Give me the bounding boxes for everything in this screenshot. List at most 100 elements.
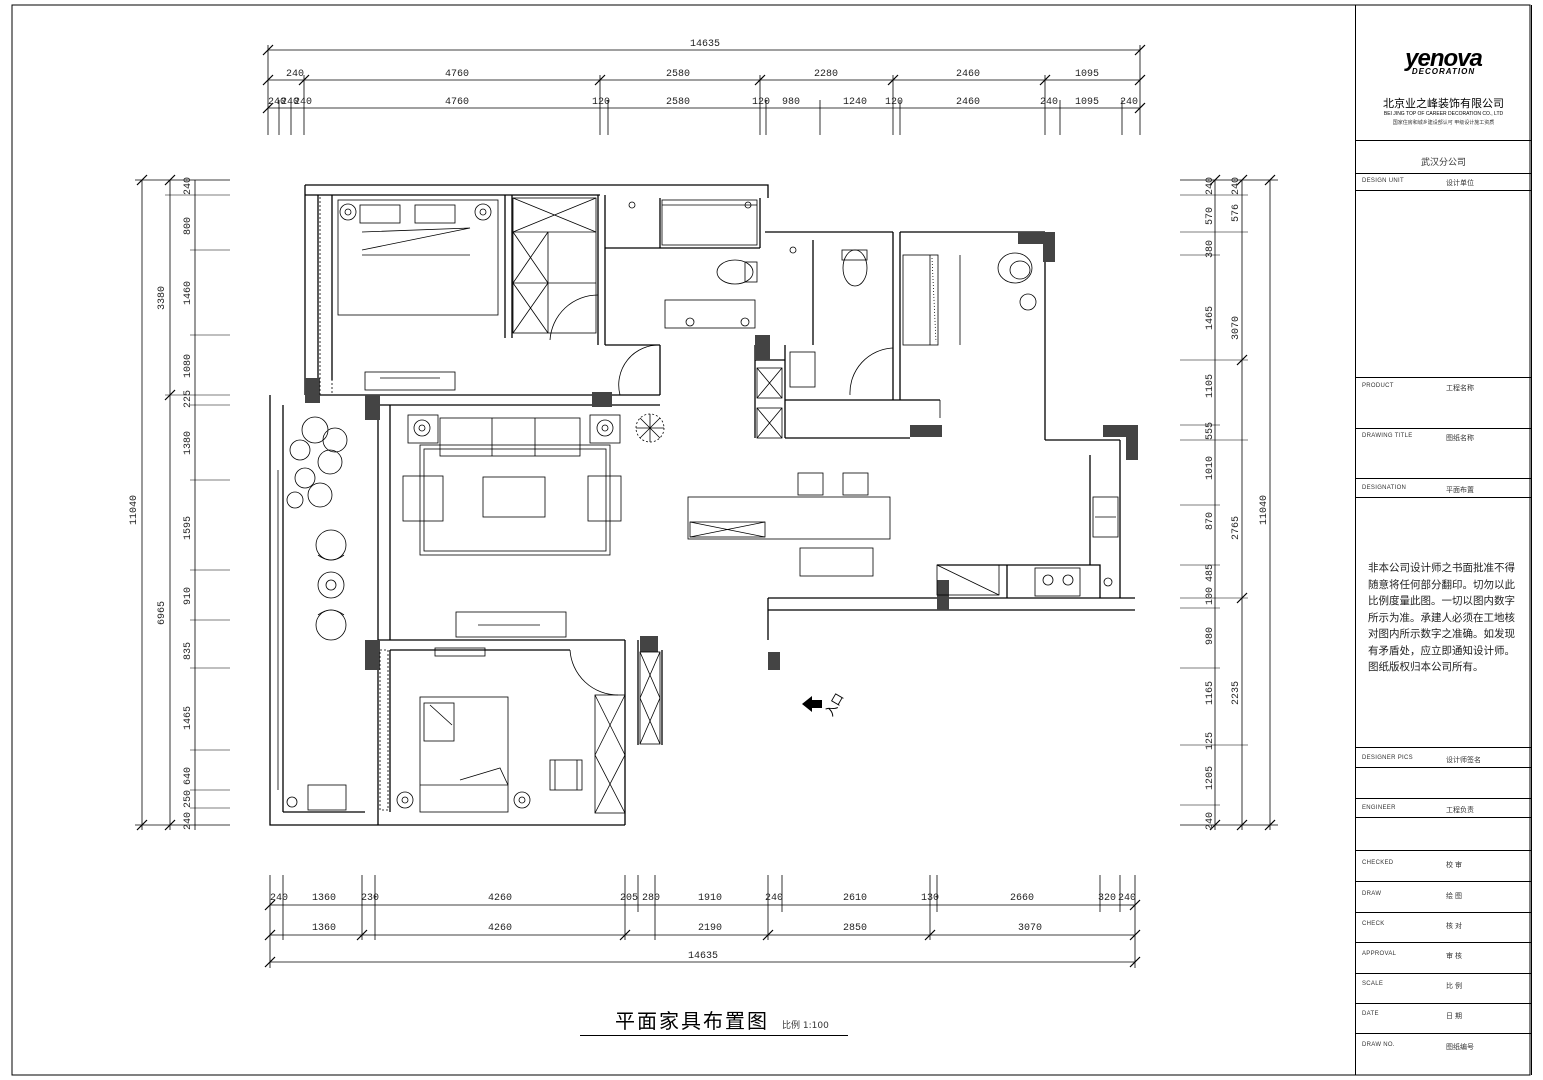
tb-value: 比 例 bbox=[1446, 983, 1462, 990]
bottom-row1-dims: 240 1360 230 4260 205 280 1910 240 2610 … bbox=[270, 893, 1136, 904]
svg-text:2850: 2850 bbox=[843, 923, 867, 934]
balcony-chair-1-icon bbox=[315, 529, 347, 561]
title-block: yenova DECORATION 北京业之峰装饰有限公司 BEI JING T… bbox=[1355, 5, 1532, 1075]
dining-bench bbox=[799, 547, 874, 577]
armchair-icon bbox=[997, 252, 1033, 284]
bar-stool-1 bbox=[797, 472, 824, 496]
svg-text:2460: 2460 bbox=[956, 97, 980, 108]
svg-text:2660: 2660 bbox=[1010, 893, 1034, 904]
tb-label: SCALE bbox=[1362, 981, 1384, 987]
tb-value: 平面布置 bbox=[1446, 487, 1474, 494]
svg-text:320: 320 bbox=[1098, 893, 1116, 904]
rug bbox=[419, 444, 611, 556]
company-logo: yenova bbox=[1405, 45, 1483, 72]
tb-label: APPROVAL bbox=[1362, 951, 1397, 957]
bathtub bbox=[661, 199, 758, 246]
svg-text:1360: 1360 bbox=[312, 923, 336, 934]
svg-text:1465: 1465 bbox=[1205, 306, 1216, 330]
svg-text:11040: 11040 bbox=[1259, 495, 1270, 525]
tb-divider bbox=[1356, 747, 1531, 748]
svg-text:240: 240 bbox=[765, 893, 783, 904]
svg-text:240: 240 bbox=[268, 97, 286, 108]
svg-text:240: 240 bbox=[1205, 812, 1216, 830]
plant-icon bbox=[635, 413, 665, 443]
svg-text:240: 240 bbox=[1040, 97, 1058, 108]
tb-divider bbox=[1356, 497, 1531, 498]
svg-text:280: 280 bbox=[642, 893, 660, 904]
tb-divider bbox=[1356, 798, 1531, 799]
svg-text:205: 205 bbox=[620, 893, 638, 904]
tb-divider bbox=[1356, 767, 1531, 768]
svg-text:125: 125 bbox=[1205, 732, 1216, 750]
tb-divider bbox=[1356, 428, 1531, 429]
svg-text:980: 980 bbox=[782, 97, 800, 108]
copyright-notice: 非本公司设计师之书面批准不得随意将任何部分翻印。切勿以此比例度量此图。一切以图内… bbox=[1368, 562, 1515, 673]
svg-text:130: 130 bbox=[921, 893, 939, 904]
top-total-dim: 14635 bbox=[690, 39, 720, 50]
bed-2 bbox=[419, 696, 509, 813]
tb-divider bbox=[1356, 190, 1531, 191]
svg-text:1595: 1595 bbox=[183, 516, 194, 540]
tb-divider bbox=[1356, 973, 1531, 974]
svg-text:240: 240 bbox=[1231, 177, 1242, 195]
svg-text:11040: 11040 bbox=[129, 495, 140, 525]
company-name-en: BEI JING TOP OF CAREER DECORATION CO., L… bbox=[1383, 111, 1504, 117]
svg-text:485: 485 bbox=[1205, 564, 1216, 582]
svg-text:2190: 2190 bbox=[698, 923, 722, 934]
plan-title: 平面家具布置图 bbox=[615, 1009, 769, 1033]
balcony-table-icon bbox=[317, 571, 345, 599]
tb-divider bbox=[1356, 377, 1531, 378]
tb-label: DESIGNATION bbox=[1362, 485, 1407, 491]
washer bbox=[307, 784, 347, 811]
tb-label: DATE bbox=[1362, 1011, 1379, 1017]
svg-text:1095: 1095 bbox=[1075, 69, 1099, 80]
svg-text:240: 240 bbox=[183, 177, 194, 195]
coffee-table bbox=[482, 476, 546, 518]
svg-text:4260: 4260 bbox=[488, 923, 512, 934]
svg-text:100: 100 bbox=[1205, 587, 1216, 605]
bookshelf bbox=[902, 254, 939, 346]
svg-text:640: 640 bbox=[183, 767, 194, 785]
plan-title-underline bbox=[580, 1035, 848, 1036]
tb-value: 设计单位 bbox=[1446, 180, 1474, 187]
tb-label: CHECK bbox=[1362, 921, 1385, 927]
svg-text:980: 980 bbox=[1205, 627, 1216, 645]
svg-text:1460: 1460 bbox=[183, 281, 194, 305]
svg-text:240: 240 bbox=[183, 812, 194, 830]
svg-text:240: 240 bbox=[1118, 893, 1136, 904]
tb-value: 日 期 bbox=[1446, 1013, 1462, 1020]
tb-value: 核 对 bbox=[1446, 923, 1462, 930]
tb-divider bbox=[1356, 817, 1531, 818]
tb-divider bbox=[1356, 850, 1531, 851]
svg-text:380: 380 bbox=[1205, 240, 1216, 258]
tb-label: DRAWING TITLE bbox=[1362, 433, 1413, 439]
tb-label: PRODUCT bbox=[1362, 383, 1394, 389]
columns bbox=[305, 232, 1138, 670]
svg-text:4760: 4760 bbox=[445, 97, 469, 108]
tb-value: 审 核 bbox=[1446, 953, 1462, 960]
balcony bbox=[277, 416, 348, 811]
bed-1 bbox=[337, 199, 499, 316]
tb-label: DRAW bbox=[1362, 891, 1382, 897]
side-table-icon bbox=[1019, 293, 1037, 311]
lamp-left-icon bbox=[413, 419, 431, 437]
tb-divider bbox=[1356, 881, 1531, 882]
bottom-dimensions bbox=[264, 875, 1141, 968]
sink bbox=[1092, 496, 1119, 538]
living-room bbox=[402, 413, 665, 638]
bedroom-1 bbox=[319, 194, 599, 396]
walls bbox=[269, 184, 1135, 826]
armchair-right bbox=[587, 475, 622, 522]
svg-text:1360: 1360 bbox=[312, 893, 336, 904]
toilet-2-icon bbox=[842, 249, 868, 287]
company-note: 国家住房和城乡建设部认可 甲级设计施工资质 bbox=[1392, 120, 1495, 126]
tb-value: 工程负责 bbox=[1446, 807, 1474, 814]
svg-text:240: 240 bbox=[294, 97, 312, 108]
tb-value: 设计师签名 bbox=[1446, 757, 1481, 764]
svg-text:1240: 1240 bbox=[843, 97, 867, 108]
svg-text:1465: 1465 bbox=[183, 706, 194, 730]
svg-text:240: 240 bbox=[281, 97, 299, 108]
svg-text:1165: 1165 bbox=[1205, 681, 1216, 705]
